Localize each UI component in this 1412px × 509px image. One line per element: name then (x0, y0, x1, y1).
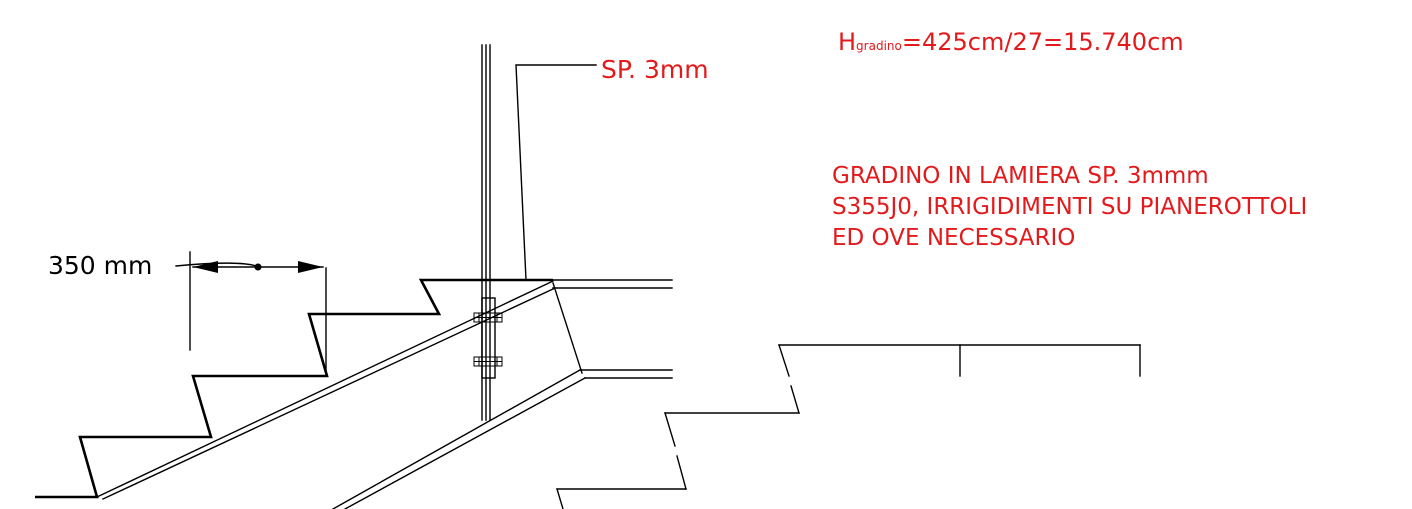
note-line-1: GRADINO IN LAMIERA SP. 3mmm (832, 163, 1209, 189)
stair-step-profile (35, 278, 673, 499)
height-value: =425cm/27=15.740cm (902, 28, 1184, 56)
riser-height-formula: Hgradino=425cm/27=15.740cm (838, 28, 1184, 56)
height-subscript: gradino (856, 39, 902, 53)
dimension-350 (175, 251, 327, 373)
dimension-label: 350 mm (48, 251, 152, 280)
vertical-post (481, 44, 496, 421)
material-note: GRADINO IN LAMIERA SP. 3mmm S355J0, IRRI… (832, 163, 1307, 251)
height-symbol: H (838, 28, 856, 56)
note-line-2: S355J0, IRRIGIDIMENTI SU PIANEROTTOLI (832, 194, 1307, 220)
secondary-stair-sketch (556, 344, 1141, 509)
plate-thickness-label: SP. 3mm (601, 55, 709, 84)
landing-beam (552, 287, 673, 379)
bolt-lower (473, 356, 503, 367)
note-line-3: ED OVE NECESSARIO (832, 225, 1075, 251)
thickness-leader (515, 64, 597, 281)
bolt-upper (473, 312, 503, 323)
